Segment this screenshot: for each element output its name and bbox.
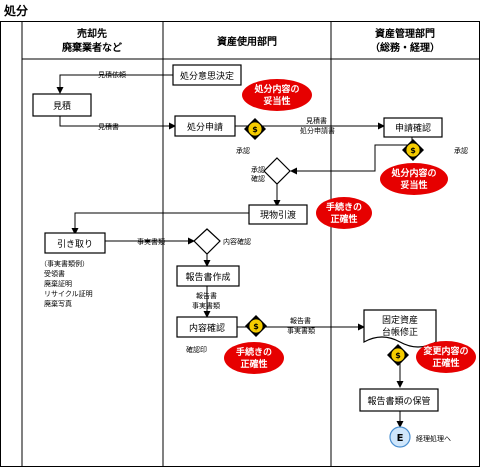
fixed-asset-label-line2: 台帳修正 — [382, 326, 418, 338]
edge-labels: 見積依頼 見積書 見積書 処分申請書 承認 承認 承認 確認 事実書類 内容確認… — [98, 70, 468, 443]
svg-text:処分内容の: 処分内容の — [253, 83, 299, 95]
approval-check-label-1: 承認 — [251, 165, 265, 174]
svg-text:処分内容の: 処分内容の — [390, 167, 436, 179]
fixed-asset-ledger-box: 固定資産 台帳修正 — [363, 309, 437, 348]
svg-text:正確性: 正確性 — [330, 213, 357, 225]
lane-header-user-dept: 資産使用部門 — [217, 35, 277, 48]
page-title: 処分 — [3, 3, 28, 18]
fact-docs-item: 廃棄写真 — [44, 299, 72, 308]
to-accounting-label: 経理処理へ — [416, 434, 451, 443]
handover-label: 現物引渡 — [260, 209, 296, 221]
svg-text:手続きの: 手続きの — [236, 346, 272, 358]
disposal-decision-box: 処分意思決定 — [172, 64, 242, 86]
fact-docs-item: リサイクル証明 — [44, 289, 93, 298]
report-storage-label: 報告書類の保管 — [367, 395, 430, 407]
pickup-box: 引き取り — [44, 232, 106, 254]
approval-stamp-icon: $ — [244, 118, 266, 140]
report-creation-label: 報告書作成 — [185, 271, 230, 283]
application-check-box: 申請確認 — [383, 117, 443, 138]
handover-box: 現物引渡 — [248, 204, 308, 225]
end-connector: E — [389, 426, 411, 448]
disposal-app-doc-label: 処分申請書 — [300, 126, 335, 135]
pickup-label: 引き取り — [57, 239, 93, 250]
fact-doc-label-2: 事実書類 — [287, 326, 315, 335]
estimate-doc-label-2: 見積書 — [306, 116, 327, 125]
fact-docs-item: 廃棄証明 — [44, 279, 72, 288]
report-doc-label: 報告書 — [196, 291, 217, 300]
disposal-application-label: 処分申請 — [187, 121, 223, 133]
lane-header-asset-mgmt-line1: 資産管理部門 — [375, 27, 435, 40]
svg-text:変更内容の: 変更内容の — [423, 345, 468, 357]
fact-docs-label: 事実書類 — [137, 237, 165, 246]
estimate-doc-label: 見積書 — [98, 122, 119, 131]
lane-header-buyer-line2: 廃棄業者など — [62, 41, 122, 54]
application-check-label: 申請確認 — [395, 122, 431, 134]
approval-stamp-icon: $ — [402, 139, 424, 161]
estimate-label: 見積 — [53, 100, 71, 112]
svg-text:妥当性: 妥当性 — [263, 95, 290, 107]
stamp-symbol: $ — [252, 125, 258, 134]
stamp-symbol: $ — [253, 322, 259, 331]
fact-doc-class-label: 事実書類 — [192, 301, 220, 310]
estimate-request-label: 見積依頼 — [98, 70, 126, 79]
content-check-label: 内容確認 — [189, 322, 225, 334]
disposal-application-box: 処分申請 — [174, 115, 236, 137]
content-confirm-decision-diamond — [193, 228, 221, 255]
fact-docs-item: 受領書 — [44, 269, 65, 278]
callout-procedure-accuracy-1: 手続きの 正確性 — [316, 197, 372, 229]
disposal-decision-label: 処分意思決定 — [180, 70, 234, 82]
fact-docs-heading: （事実書類例） — [40, 259, 89, 268]
svg-text:妥当性: 妥当性 — [400, 179, 427, 191]
approval-stamp-icon: $ — [387, 344, 409, 366]
approval-label-right: 承認 — [454, 146, 468, 155]
confirm-seal-label: 確認印 — [186, 345, 207, 354]
svg-text:正確性: 正確性 — [432, 357, 459, 369]
approval-stamp-icon: $ — [245, 315, 267, 337]
connectors — [56, 74, 413, 428]
end-connector-label: E — [397, 433, 404, 444]
stamp-symbol: $ — [395, 351, 401, 360]
approval-label-left: 承認 — [236, 146, 250, 155]
approval-decision-diamond — [263, 157, 291, 185]
lane-header-asset-mgmt-line2: （総務・経理） — [370, 41, 440, 54]
callout-disposal-validity-1: 処分内容の 妥当性 — [242, 79, 312, 111]
callout-change-accuracy: 変更内容の 正確性 — [416, 341, 476, 373]
report-doc-label-2: 報告書 — [290, 316, 311, 325]
estimate-box: 見積 — [32, 93, 92, 117]
callout-procedure-accuracy-2: 手続きの 正確性 — [224, 342, 284, 374]
approval-check-label-2: 確認 — [251, 174, 265, 183]
report-creation-box: 報告書作成 — [176, 265, 240, 287]
svg-text:正確性: 正確性 — [240, 358, 267, 370]
fixed-asset-label-line1: 固定資産 — [382, 314, 418, 326]
content-check-box: 内容確認 — [176, 316, 238, 338]
svg-text:手続きの: 手続きの — [326, 201, 362, 213]
report-storage-box: 報告書類の保管 — [359, 388, 439, 412]
lane-header-buyer-line1: 売却先 — [77, 27, 107, 40]
stamp-symbol: $ — [410, 146, 416, 155]
fact-docs-example-list: （事実書類例） 受領書 廃棄証明 リサイクル証明 廃棄写真 — [40, 259, 93, 308]
callout-disposal-validity-2: 処分内容の 妥当性 — [380, 163, 448, 195]
content-confirm-label: 内容確認 — [223, 237, 251, 246]
